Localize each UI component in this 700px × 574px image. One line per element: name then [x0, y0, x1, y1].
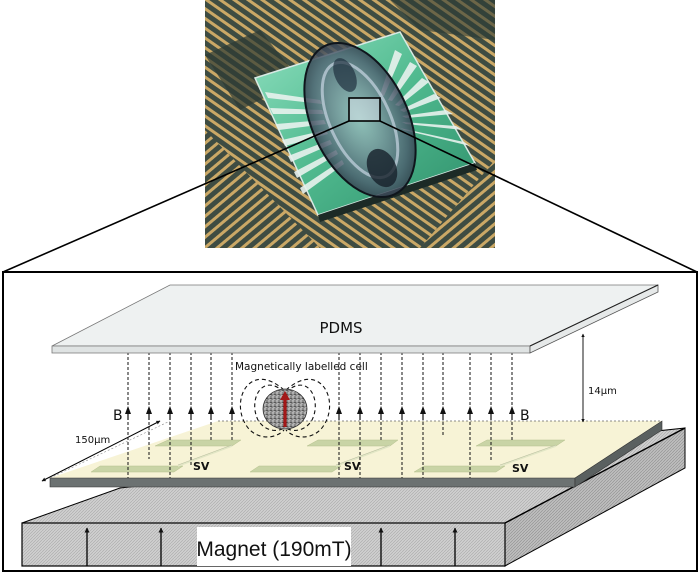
pdms-label: PDMS	[319, 319, 362, 337]
height-dimension-label: 14µm	[588, 386, 617, 397]
chip-photo	[205, 0, 495, 248]
field-label-right: B	[520, 408, 530, 424]
width-dimension: 150µm	[41, 420, 171, 482]
magnetic-cell: Magnetically labelled cell	[235, 361, 368, 438]
magnet-label: Magnet (190mT)	[196, 538, 351, 561]
cell-label: Magnetically labelled cell	[235, 361, 368, 373]
pdms-slab: PDMS	[51, 284, 659, 354]
sv-label-1: SV	[193, 460, 210, 473]
width-dimension-label: 150µm	[75, 435, 110, 446]
field-lines	[125, 352, 515, 478]
sv-label-3: SV	[512, 462, 529, 475]
zoom-line-right	[379, 120, 698, 273]
magnet-label-bg	[197, 527, 351, 566]
height-dimension: 14µm	[581, 333, 617, 423]
field-label-left: B	[113, 408, 123, 424]
zoom-line-left	[2, 120, 350, 273]
zoom-region-box	[348, 97, 381, 122]
sv-label-2: SV	[344, 460, 361, 473]
